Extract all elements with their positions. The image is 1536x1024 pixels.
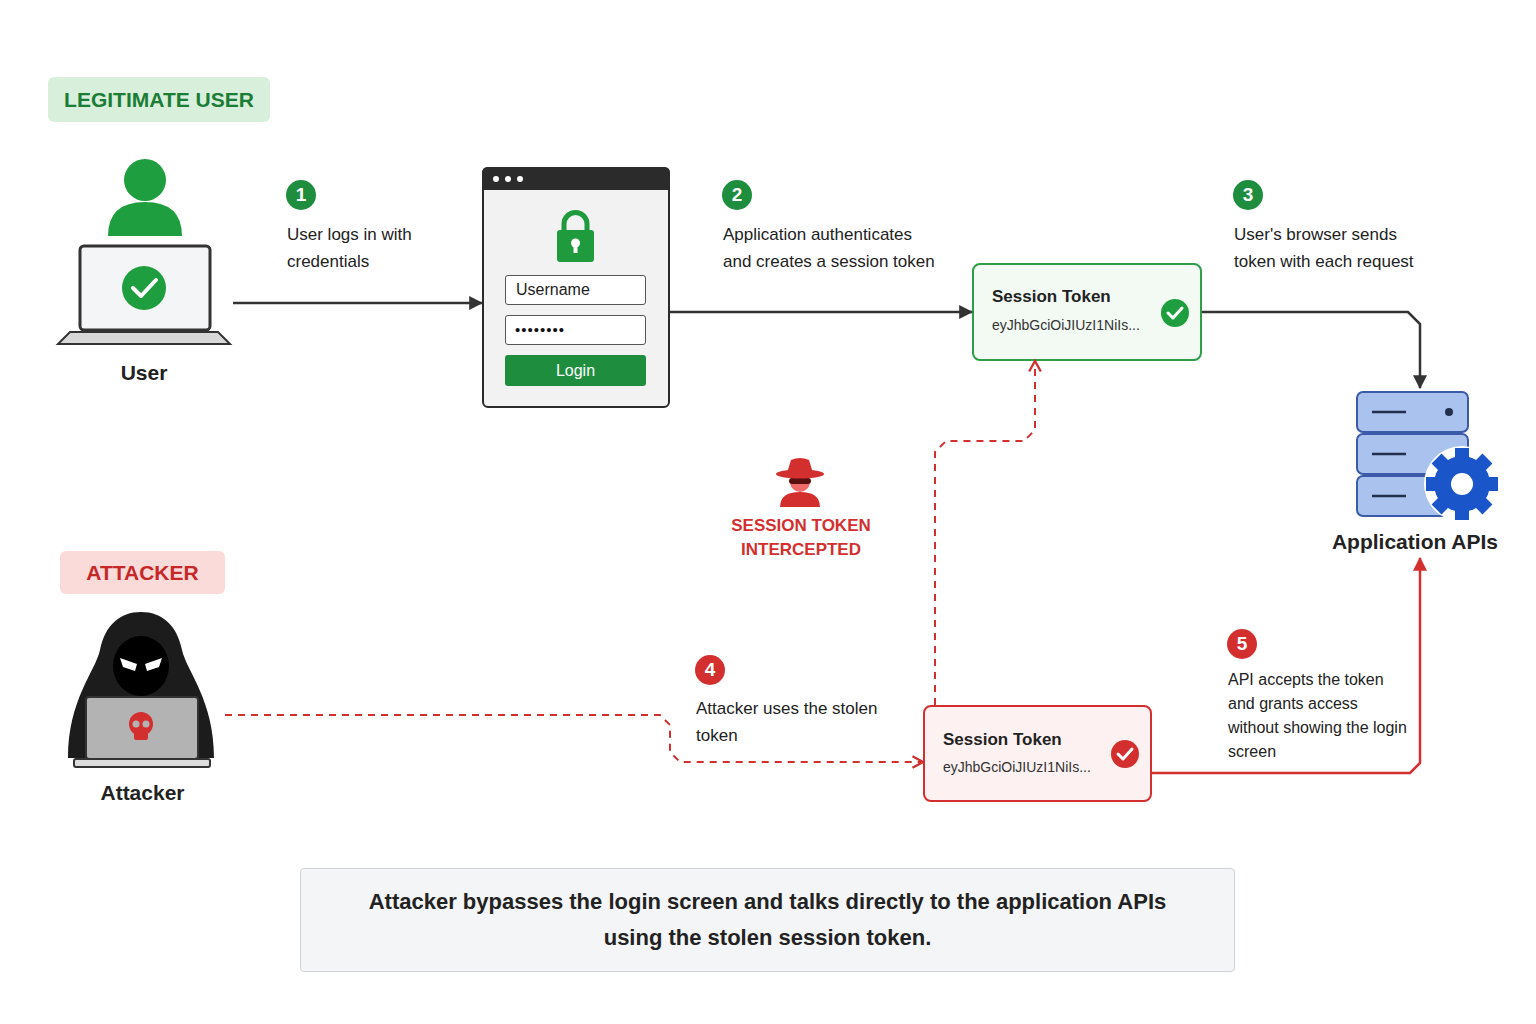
spy-hat-brim: [776, 470, 824, 479]
laptop-base: [58, 332, 230, 344]
connector-arrow: [935, 361, 1035, 705]
gear-icon: [1424, 446, 1500, 522]
edge-label: User's browser sends token with each req…: [1234, 221, 1439, 275]
browser-chrome: [482, 167, 670, 262]
server-slot: [1372, 495, 1406, 498]
lock-keyhole: [574, 244, 578, 253]
person-body: [108, 202, 182, 236]
lock-shackle: [564, 213, 587, 232]
lock-keyhole: [571, 239, 580, 248]
group-badge: LEGITIMATE USER: [48, 77, 270, 122]
gear-body: [1434, 456, 1490, 512]
laptop-screen: [86, 697, 198, 759]
attacker-icon: [68, 612, 214, 767]
token-box: Session Token eyJhbGciOiJIUzI1NiIs...: [923, 705, 1152, 802]
callout-number: 5: [1227, 629, 1257, 659]
server-slot: [1372, 453, 1406, 456]
node-text: ••••••••: [505, 315, 646, 345]
gear-halo: [1424, 446, 1500, 522]
eye: [145, 658, 162, 671]
check-mark: [133, 280, 156, 296]
connector-arrow: [225, 715, 923, 762]
edge-label: User logs in with credentials: [287, 221, 427, 275]
server-icon: [1357, 392, 1500, 522]
face-shadow: [113, 636, 169, 696]
node-text: Session Token: [943, 730, 1062, 750]
check-mark: [1168, 308, 1182, 318]
user-icon: [58, 159, 230, 344]
window-dot: [493, 176, 499, 182]
laptop-base: [74, 759, 210, 767]
login-window: Username •••••••• Login: [482, 167, 670, 408]
skull-eye: [143, 721, 150, 728]
edge-label: Attacker uses the stolen token: [696, 695, 901, 749]
eye: [120, 658, 137, 671]
node-text: eyJhbGciOiJIUzI1NiIs...: [943, 759, 1091, 775]
actor-figure: User: [55, 155, 233, 390]
callout-number: 4: [695, 655, 725, 685]
server-led: [1445, 408, 1453, 416]
skull-jaw: [134, 731, 148, 740]
node-text: Attacker: [60, 781, 225, 805]
connector-arrow: [670, 311, 972, 314]
skull-eye: [133, 721, 140, 728]
spy-shoulders: [780, 492, 820, 507]
check-badge: [122, 266, 166, 310]
person-head: [124, 159, 166, 201]
callout-number: 1: [286, 180, 316, 210]
gear-hole: [1451, 473, 1473, 495]
token-check: [1161, 299, 1189, 327]
spy-icon: [776, 458, 824, 507]
server-slot: [1372, 411, 1406, 414]
node-text: Username: [505, 275, 646, 305]
actor-figure: Attacker: [60, 605, 225, 810]
connector-arrow: [1152, 558, 1420, 773]
connector-arrow: [1202, 312, 1420, 388]
lock-body: [557, 230, 594, 262]
callout-number: 3: [1233, 180, 1263, 210]
node-text: Session Token: [992, 287, 1111, 307]
connector-arrow: [233, 302, 482, 305]
window-dot: [517, 176, 523, 182]
node-text: Application APIs: [1315, 530, 1515, 554]
check-mark: [1118, 749, 1132, 759]
node-text: eyJhbGciOiJIUzI1NiIs...: [992, 317, 1140, 333]
caption-box: Attacker bypasses the login screen and t…: [300, 868, 1235, 972]
edge-label: Application authenticates and creates a …: [723, 221, 938, 275]
server-node: Application APIs: [1325, 388, 1505, 558]
hood: [68, 612, 214, 758]
token-check: [1111, 740, 1139, 768]
token-box: Session Token eyJhbGciOiJIUzI1NiIs...: [972, 263, 1202, 361]
callout-number: 2: [722, 180, 752, 210]
check-badge: [1161, 299, 1189, 327]
check-badge: [1111, 740, 1139, 768]
server-unit: [1357, 392, 1468, 432]
node-text: Login: [505, 355, 646, 386]
group-badge: ATTACKER: [60, 551, 225, 594]
node-text: User: [55, 361, 233, 385]
window-titlebar: [482, 167, 670, 190]
laptop-screen: [80, 246, 210, 330]
edge-label: SESSION TOKEN INTERCEPTED: [722, 514, 880, 562]
spy-mask: [789, 478, 811, 484]
edge-label: API accepts the token and grants access …: [1228, 668, 1410, 764]
caption-text: Attacker bypasses the login screen and t…: [341, 884, 1194, 956]
window-dot: [505, 176, 511, 182]
